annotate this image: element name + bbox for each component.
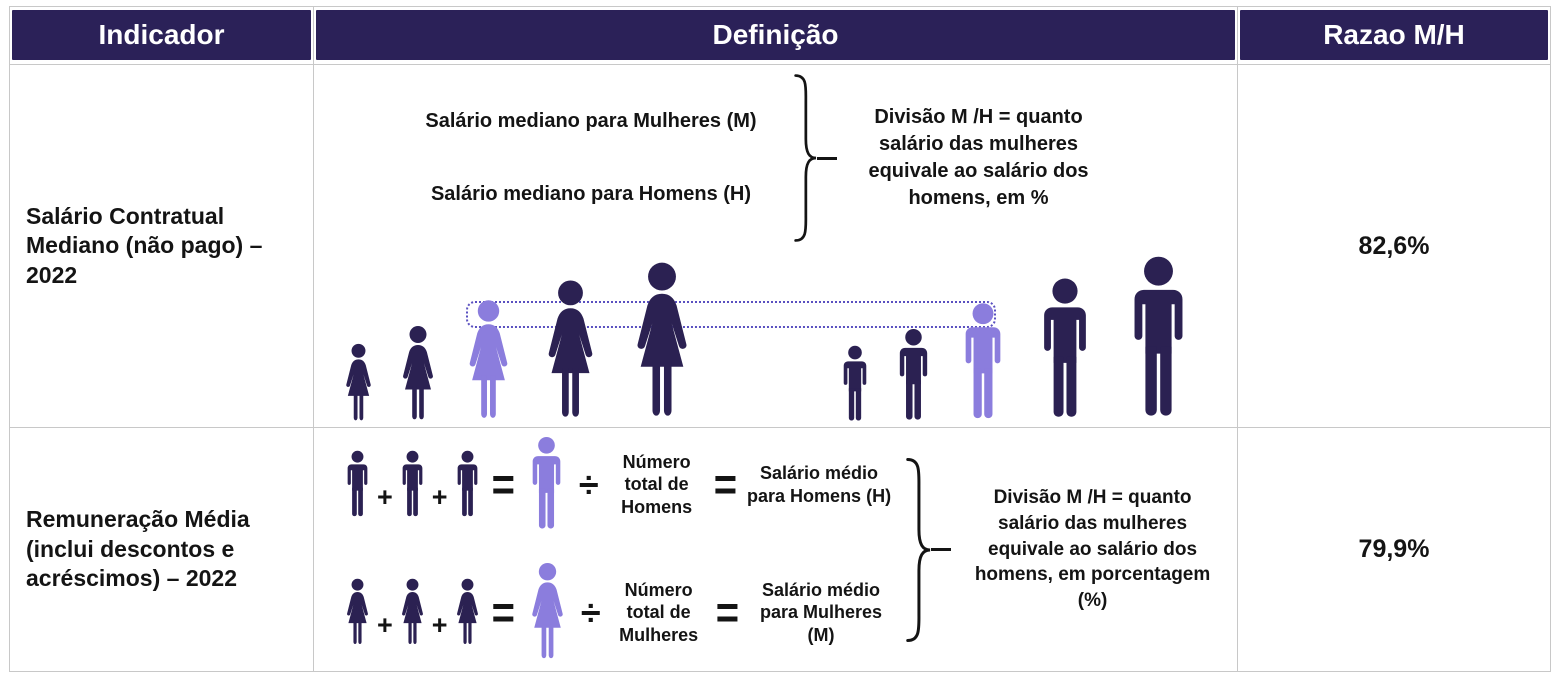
- plus-sign: +: [431, 482, 448, 512]
- header-cell-indicator: Indicador: [10, 7, 313, 64]
- division-note-row2: Divisão M /H = quanto salário das mulher…: [974, 487, 1211, 611]
- plus-sign: +: [377, 610, 393, 640]
- women-average-label: Salário médio para Mulheres (M): [760, 579, 883, 645]
- plus-sign: +: [377, 482, 393, 512]
- column-header-ratio: Razao M/H: [1240, 10, 1548, 60]
- definition-cell-row1: Salário mediano para Mulheres (M) Salári…: [314, 65, 1237, 427]
- ratio-value-row2: 79,9%: [1358, 535, 1430, 563]
- ratio-cell-row1: 82,6%: [1238, 65, 1550, 427]
- highlighted-woman-silhouette-icon: [522, 562, 573, 664]
- men-group: [835, 255, 1201, 425]
- indicator-cell-row2: Remuneração Média (inclui descontos e ac…: [10, 428, 313, 671]
- woman-silhouette-icon: [395, 578, 430, 648]
- man-silhouette-icon: [835, 345, 875, 425]
- definition-cell-row2: + + = ÷ Número total de Homens = Salário…: [314, 428, 1237, 671]
- header-cell-ratio: Razao M/H: [1238, 7, 1550, 64]
- man-silhouette-icon: [395, 450, 430, 520]
- men-average-formula: + + = ÷ Número total de Homens = Salário…: [340, 436, 896, 534]
- woman-silhouette-icon: [450, 578, 485, 648]
- man-silhouette-icon: [450, 450, 485, 520]
- median-definition-block: Salário mediano para Mulheres (M) Salári…: [314, 69, 1237, 247]
- women-average-formula: + + = ÷ Número total de Mulheres = Salár…: [340, 562, 896, 664]
- highlighted-woman-silhouette-icon: [457, 299, 520, 425]
- divide-sign: ÷: [580, 591, 601, 633]
- plus-sign: +: [431, 610, 448, 640]
- median-women-label: Salário mediano para Mulheres (M): [425, 110, 757, 132]
- highlighted-man-silhouette-icon: [952, 302, 1014, 425]
- man-silhouette-icon: [1028, 277, 1102, 425]
- women-count-label: Número total de Mulheres: [619, 579, 699, 645]
- divide-sign: ÷: [578, 463, 599, 505]
- men-count-label: Número total de Homens: [621, 451, 693, 517]
- equals-sign: =: [715, 587, 740, 638]
- equals-sign: =: [491, 587, 515, 638]
- curly-brace-icon: [906, 457, 931, 642]
- woman-silhouette-icon: [621, 261, 703, 425]
- division-note-row1: Divisão M /H = quanto salário das mulher…: [868, 106, 1089, 209]
- woman-silhouette-icon: [534, 279, 607, 425]
- indicator-label-row1: Salário Contratual Mediano (não pago) – …: [26, 202, 263, 288]
- average-formulas: + + = ÷ Número total de Homens = Salário…: [340, 436, 896, 664]
- men-average-label: Salário médio para Homens (H): [747, 463, 892, 506]
- population-comparison-graphic: [314, 249, 1237, 425]
- median-connector-dashed-box: [466, 301, 996, 328]
- man-silhouette-icon: [889, 328, 938, 425]
- equals-sign: =: [491, 459, 515, 510]
- brace-dash: [931, 548, 952, 551]
- man-silhouette-icon: [1116, 255, 1201, 425]
- women-group: [338, 261, 703, 425]
- indicators-table: Indicador Definição Razao M/H Salário Co…: [9, 6, 1551, 672]
- woman-silhouette-icon: [338, 343, 379, 425]
- curly-brace-icon: [794, 74, 817, 242]
- equals-sign: =: [713, 459, 738, 510]
- median-men-label: Salário mediano para Homens (H): [430, 183, 752, 205]
- ratio-cell-row2: 79,9%: [1238, 428, 1550, 671]
- median-salary-lines: Salário mediano para Mulheres (M) Salári…: [406, 110, 776, 206]
- column-header-definition: Definição: [316, 10, 1235, 60]
- indicator-cell-row1: Salário Contratual Mediano (não pago) – …: [10, 65, 313, 427]
- man-silhouette-icon: [340, 450, 375, 520]
- ratio-value-row1: 82,6%: [1358, 231, 1430, 260]
- woman-silhouette-icon: [393, 325, 443, 425]
- indicator-label-row2: Remuneração Média (inclui descontos e ac…: [26, 506, 250, 592]
- highlighted-man-silhouette-icon: [522, 436, 571, 534]
- woman-silhouette-icon: [340, 578, 375, 648]
- header-cell-definition: Definição: [314, 7, 1237, 64]
- brace-dash: [817, 156, 837, 160]
- column-header-indicator: Indicador: [12, 10, 311, 60]
